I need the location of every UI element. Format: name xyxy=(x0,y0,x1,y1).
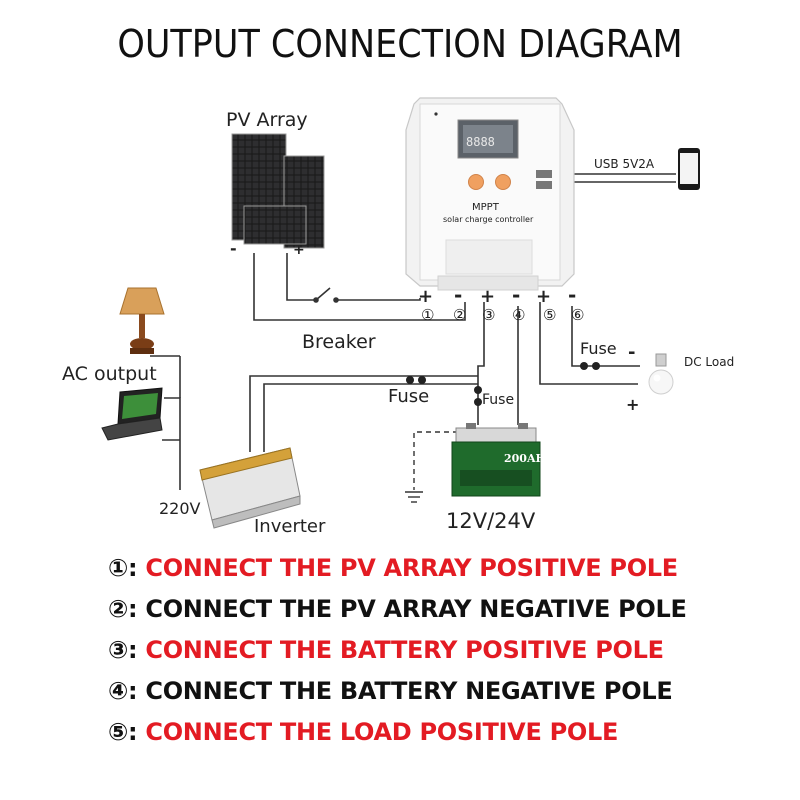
legend-text: CONNECT THE PV ARRAY NEGATIVE POLE xyxy=(145,595,687,623)
usb-port xyxy=(536,170,552,178)
legend-marker: ④: xyxy=(108,677,138,705)
legend-item-2: ②: CONNECT THE PV ARRAY NEGATIVE POLE xyxy=(108,589,788,630)
breaker-label: Breaker xyxy=(302,331,376,353)
terminal-sign-2: - xyxy=(454,283,462,307)
dc-load-label: DC Load xyxy=(684,355,734,369)
light-bulb-icon xyxy=(648,353,674,395)
wire-inverter-b xyxy=(263,383,478,452)
terminal-block: + - + - + - ① ② ③ ④ ⑤ ⑥ xyxy=(418,283,584,324)
usb-label: USB 5V2A xyxy=(594,157,655,171)
legend-text: CONNECT THE BATTERY POSITIVE POLE xyxy=(145,636,664,664)
legend-marker: ②: xyxy=(108,595,138,623)
legend-marker: ③: xyxy=(108,636,138,664)
legend: ①: CONNECT THE PV ARRAY POSITIVE POLE ②:… xyxy=(108,548,788,753)
phone-icon xyxy=(678,148,700,190)
terminal-sign-3: + xyxy=(480,286,495,307)
charge-controller: 8888 xyxy=(405,97,575,291)
table-lamp-icon xyxy=(119,287,165,354)
breaker-switch xyxy=(315,287,331,301)
wiring-diagram: PV Array - + 8888 MPPT solar charge cont… xyxy=(62,97,734,537)
ground-icon xyxy=(405,491,423,503)
terminal-number-4: ④ xyxy=(512,306,525,324)
220v-label: 220V xyxy=(159,499,201,518)
terminal-sign-1: + xyxy=(418,286,433,307)
battery-capacity-label: 200AH xyxy=(504,452,546,465)
menu-button-icon xyxy=(495,174,511,190)
legend-marker: ①: xyxy=(108,554,138,582)
solar-panel-icon xyxy=(231,133,325,249)
legend-text: CONNECT THE LOAD POSITIVE POLE xyxy=(145,718,619,746)
legend-item-3: ③: CONNECT THE BATTERY POSITIVE POLE xyxy=(108,630,788,671)
ground-wire xyxy=(413,431,458,490)
laptop-icon xyxy=(101,387,163,441)
legend-item-4: ④: CONNECT THE BATTERY NEGATIVE POLE xyxy=(108,671,788,712)
wire-load-negative xyxy=(571,306,640,367)
legend-marker: ⑤: xyxy=(108,718,138,746)
terminal-number-3: ③ xyxy=(482,306,495,324)
battery-icon xyxy=(451,423,541,497)
terminal-sign-5: + xyxy=(536,286,551,307)
legend-item-1: ①: CONNECT THE PV ARRAY POSITIVE POLE xyxy=(108,548,788,589)
inverter-icon xyxy=(199,447,301,529)
wires xyxy=(150,173,676,490)
pv-array-label: PV Array xyxy=(226,109,308,131)
page-title: OUTPUT CONNECTION DIAGRAM xyxy=(117,22,683,66)
load-plus-label: + xyxy=(626,395,639,414)
fuse-load-label: Fuse xyxy=(580,339,617,358)
fuse-label: Fuse xyxy=(388,386,429,407)
pv-minus-label: - xyxy=(230,239,237,258)
mppt-label: MPPT xyxy=(472,202,500,213)
wire-pv-positive-a xyxy=(286,253,316,301)
wire-load-positive xyxy=(539,302,638,385)
wire-pv-positive-b xyxy=(336,298,421,301)
ac-output-label: AC output xyxy=(62,363,157,385)
terminal-sign-6: - xyxy=(568,283,576,307)
legend-text: CONNECT THE PV ARRAY POSITIVE POLE xyxy=(145,554,678,582)
pv-plus-label: + xyxy=(293,242,305,258)
terminal-number-2: ② xyxy=(453,306,466,324)
wire-pv-negative xyxy=(253,253,466,321)
legend-text: CONNECT THE BATTERY NEGATIVE POLE xyxy=(145,677,673,705)
terminal-number-6: ⑥ xyxy=(571,306,584,324)
fuse-battery-icon xyxy=(474,386,482,406)
terminal-number-5: ⑤ xyxy=(543,306,556,324)
svg-text:8888: 8888 xyxy=(466,135,495,149)
load-minus-label: - xyxy=(628,342,635,363)
fuse-icon xyxy=(406,376,426,384)
controller-subtitle: solar charge controller xyxy=(443,215,534,224)
fuse-battery-label: Fuse xyxy=(482,392,514,408)
legend-item-5: ⑤: CONNECT THE LOAD POSITIVE POLE xyxy=(108,712,788,753)
wire-battery-positive xyxy=(477,302,485,425)
wire-ac-a xyxy=(164,397,181,490)
inverter-label: Inverter xyxy=(254,516,326,537)
set-button-icon xyxy=(468,174,484,190)
wire-inverter-a xyxy=(249,375,478,452)
terminal-sign-4: - xyxy=(512,283,520,307)
fuse-load-icon xyxy=(580,362,600,370)
terminal-number-1: ① xyxy=(421,306,434,324)
battery-voltage-label: 12V/24V xyxy=(446,509,536,533)
